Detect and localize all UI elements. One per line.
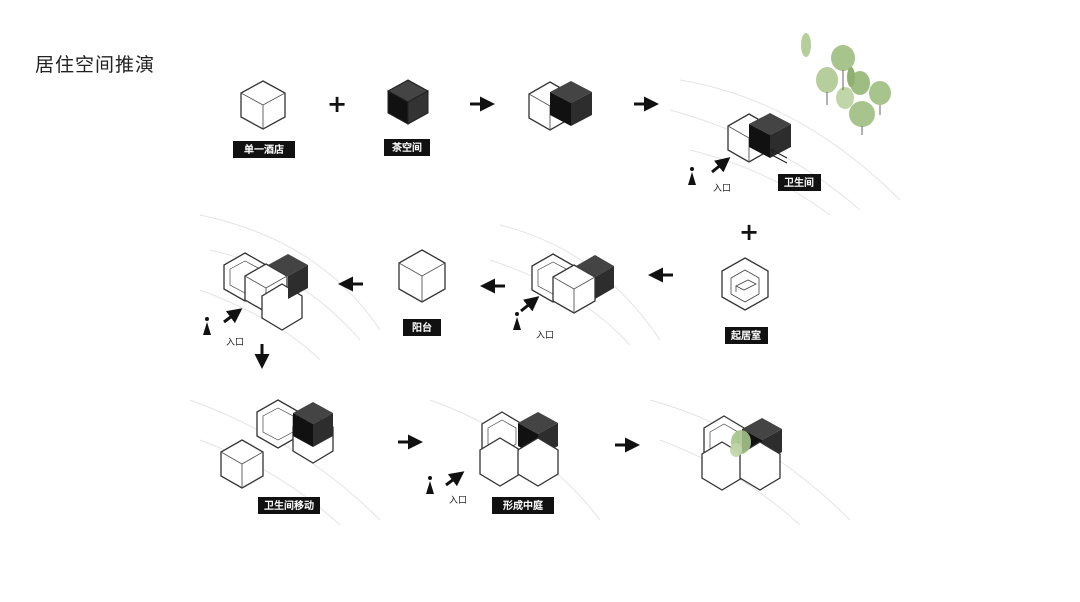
- person-icon-3: [203, 322, 211, 335]
- label-courtyard: 形成中庭: [492, 497, 554, 514]
- svg-text:阳台: 阳台: [412, 321, 432, 334]
- entrance-arrow-2: [520, 296, 540, 313]
- svg-text:卫生间: 卫生间: [784, 176, 814, 189]
- person-icon-4: [426, 481, 434, 494]
- svg-text:形成中庭: 形成中庭: [503, 499, 544, 512]
- courtyard-volume: [479, 411, 559, 487]
- plus-sign-2: +: [739, 218, 759, 246]
- entrance-arrow-1: [711, 157, 731, 174]
- single-hotel-hex: [240, 80, 286, 130]
- label-tea-space: 茶空间: [384, 139, 430, 156]
- label-single-hotel: 单一酒店: [233, 141, 295, 158]
- combined-volume-1: [528, 81, 592, 131]
- combined-volume-3: [531, 253, 614, 314]
- label-bathroom-move: 卫生间移动: [258, 497, 320, 514]
- bathroom-move-volume: [220, 399, 334, 489]
- final-volume: [701, 415, 782, 491]
- svg-text:单一酒店: 单一酒店: [244, 143, 284, 156]
- combined-volume-4: [223, 252, 308, 331]
- person-head-icon: [690, 167, 694, 171]
- label-bathroom: 卫生间: [778, 174, 821, 191]
- entrance-label-1: 入口: [713, 183, 731, 194]
- svg-text:起居室: 起居室: [730, 329, 761, 342]
- label-balcony: 阳台: [403, 319, 441, 336]
- living-room-hex: [721, 257, 769, 311]
- svg-text:茶空间: 茶空间: [391, 141, 422, 154]
- tree-cluster: [801, 33, 891, 135]
- entrance-label-2: 入口: [536, 330, 554, 341]
- entrance-arrow-3: [223, 308, 243, 324]
- plus-sign: +: [327, 90, 347, 118]
- bath-double-arrow-icon: [769, 148, 788, 164]
- person-head-icon-2: [515, 312, 519, 316]
- svg-text:卫生间移动: 卫生间移动: [264, 499, 314, 512]
- person-head-icon-4: [428, 476, 432, 480]
- person-head-icon-3: [205, 317, 209, 321]
- combined-volume-2: [727, 113, 791, 163]
- entrance-label-4: 入口: [449, 495, 467, 506]
- person-icon: [688, 172, 696, 185]
- tea-space-cube: [386, 79, 430, 125]
- entrance-arrow-4: [445, 471, 465, 487]
- balcony-hex: [398, 249, 446, 303]
- page-title: 居住空间推演: [35, 54, 156, 76]
- person-icon-2: [513, 317, 521, 330]
- label-living-room: 起居室: [725, 327, 768, 344]
- entrance-label-3: 入口: [226, 337, 244, 348]
